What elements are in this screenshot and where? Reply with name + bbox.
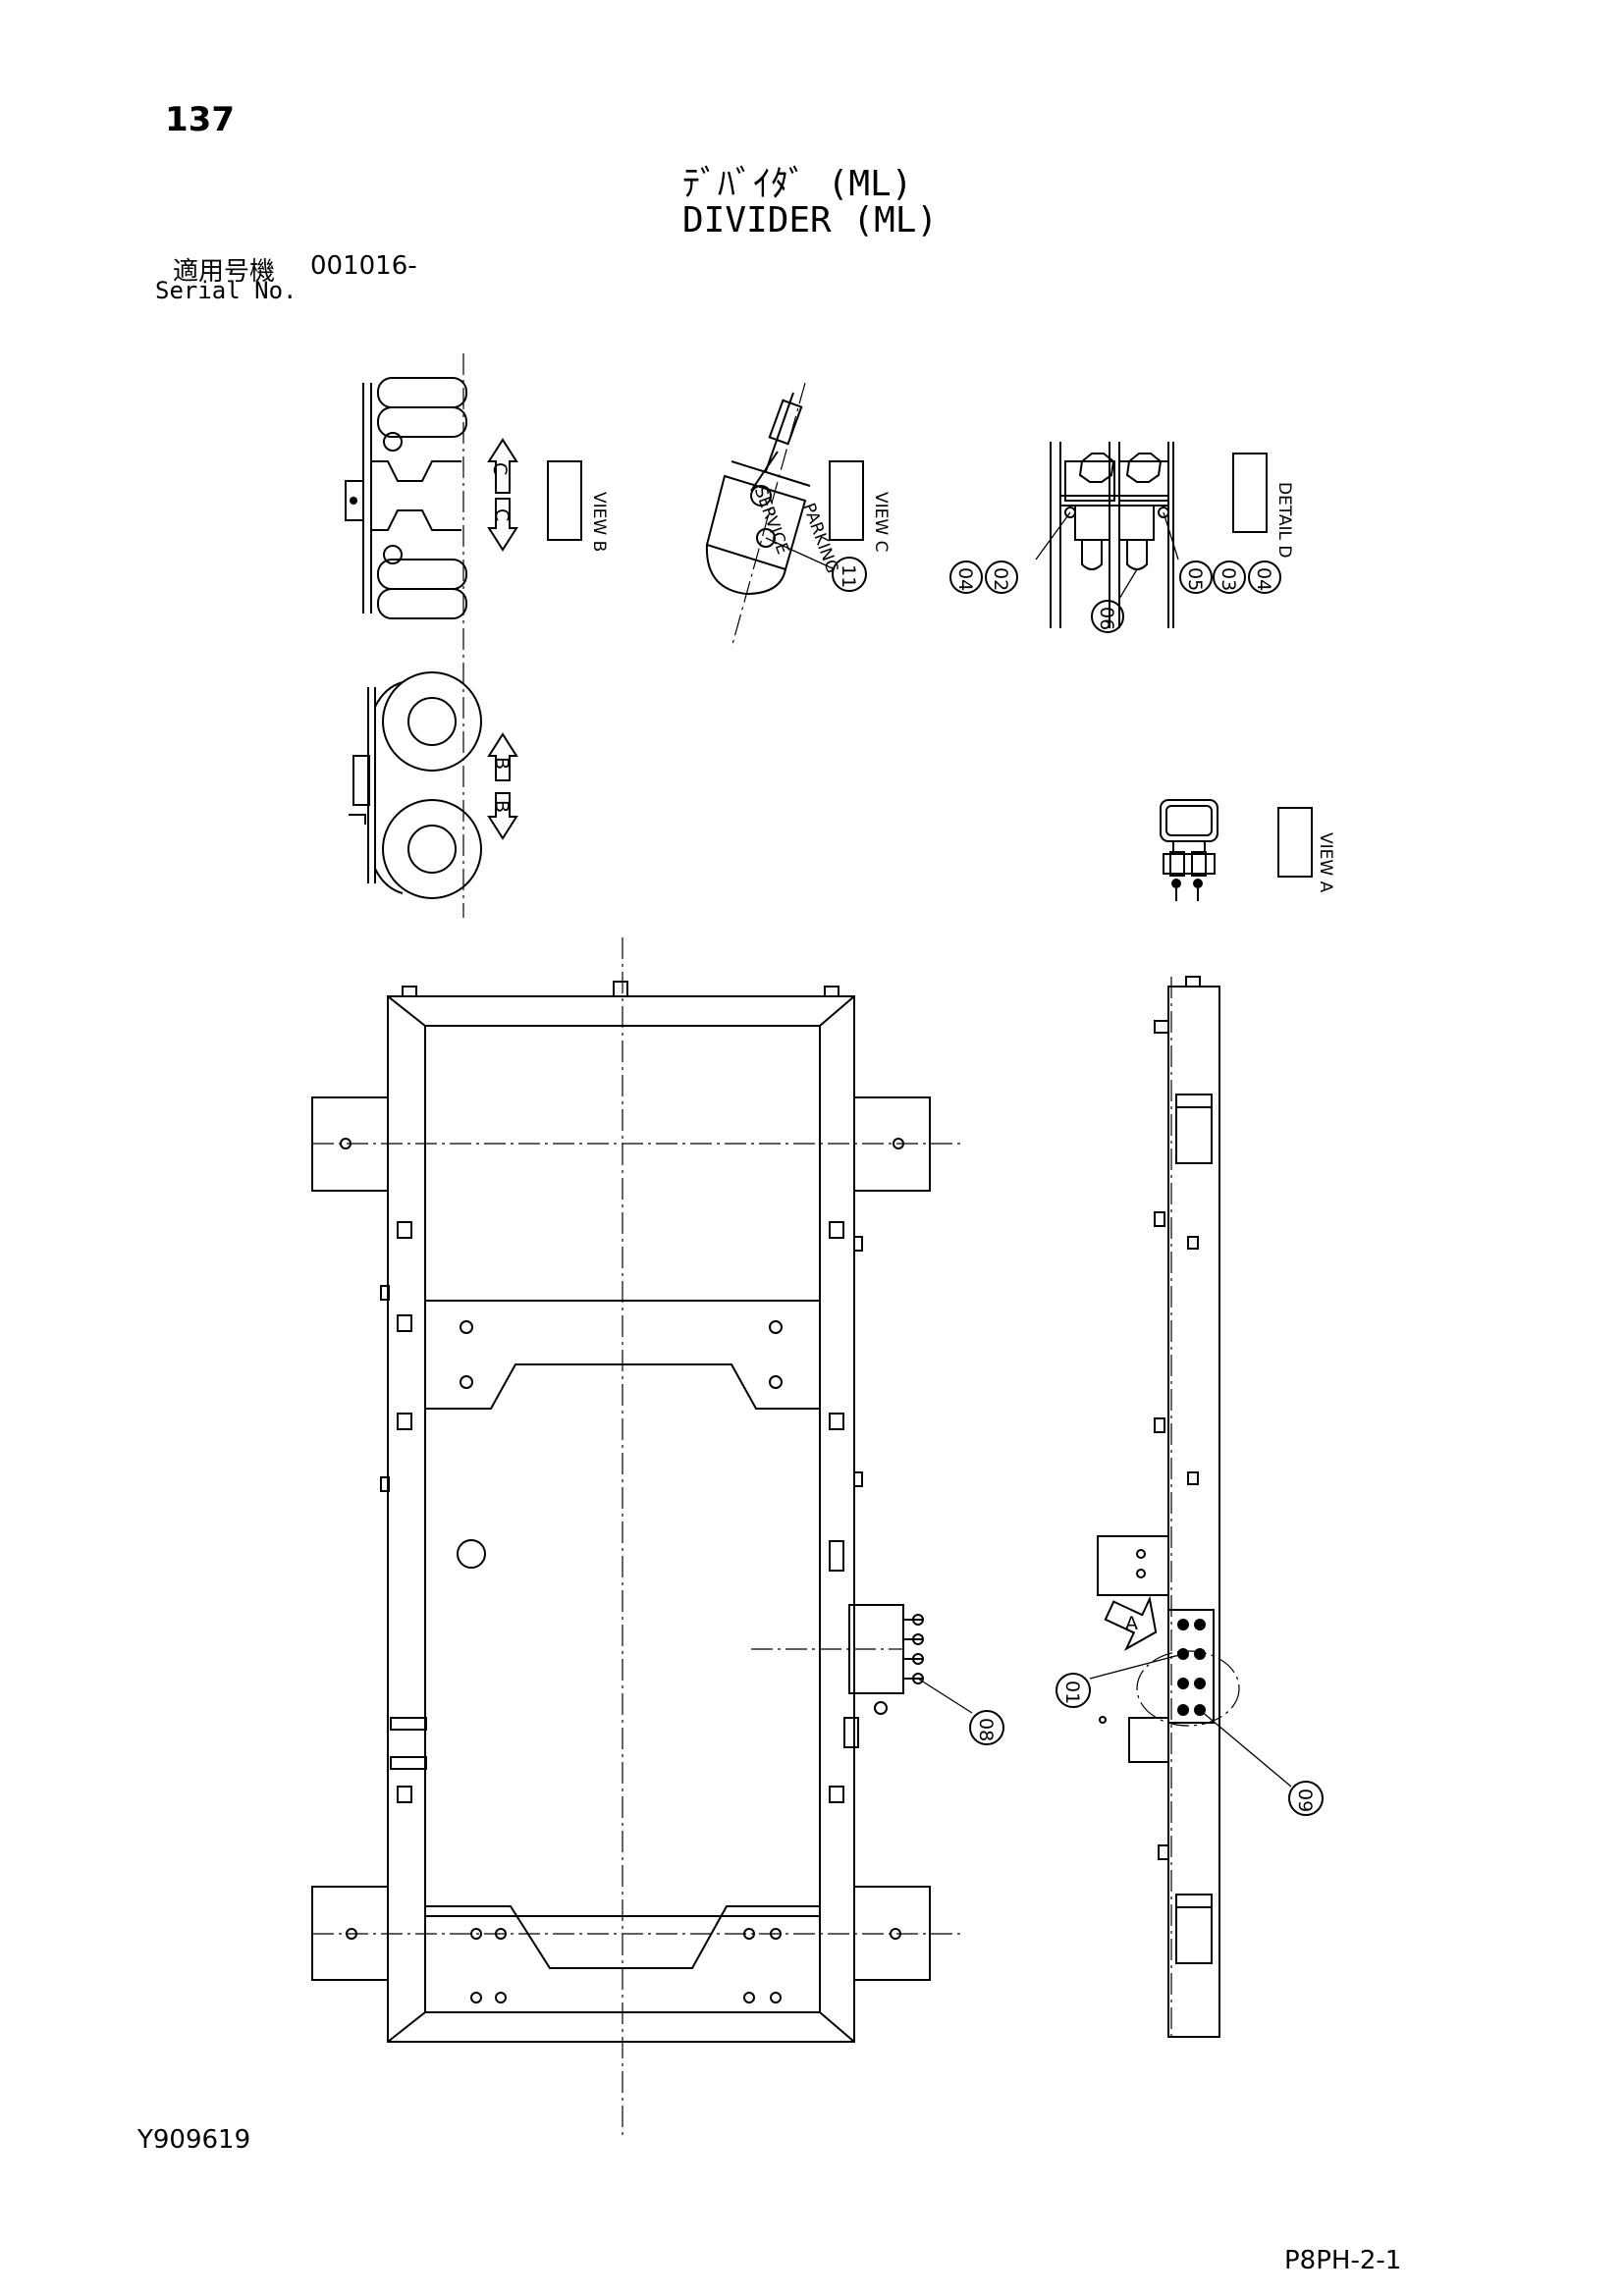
view-c-tag: VIEW C	[829, 460, 891, 552]
frame-side-view	[1089, 976, 1292, 2038]
arrow-view-a: A	[1104, 1595, 1158, 1652]
detail-d-tag: DETAIL D	[1232, 453, 1294, 559]
callout-08: 08	[969, 1710, 1004, 1745]
view-b-wheels-drawing	[349, 671, 482, 899]
callout-04-left: 04	[949, 561, 983, 594]
view-c-tag-text: VIEW C	[871, 492, 891, 552]
callout-01-text: 01	[1061, 1681, 1083, 1704]
callout-03: 03	[1213, 561, 1246, 594]
callout-08-text: 08	[975, 1718, 997, 1741]
arrow-view-c-down: C	[487, 498, 518, 552]
callout-03-text: 03	[1218, 567, 1239, 591]
arrow-b-label-1: B	[491, 757, 513, 770]
frame-plan-view	[311, 937, 973, 2135]
serial-label-english: Serial No.	[155, 277, 298, 304]
callout-05-text: 05	[1184, 567, 1206, 591]
arrow-view-b-up: B	[487, 732, 518, 781]
view-b-tag-text: VIEW B	[589, 492, 609, 552]
detail-d-drawing	[1035, 442, 1179, 628]
view-a-drawing	[1160, 799, 1218, 901]
callout-06: 06	[1091, 600, 1124, 633]
callout-09-text: 09	[1294, 1789, 1316, 1812]
callout-02-text: 02	[990, 567, 1011, 591]
callout-01: 01	[1056, 1673, 1091, 1708]
view-c-brake-chamber-drawing: SERVICE PARKING	[705, 382, 842, 649]
detail-d-tag-text: DETAIL D	[1274, 482, 1294, 559]
serial-value: 001016-	[310, 251, 417, 281]
callout-04b-text: 04	[1253, 567, 1274, 591]
serial-label-japanese: 適用号機	[173, 257, 276, 287]
view-a-tag-text: VIEW A	[1316, 832, 1335, 893]
callout-09: 09	[1288, 1781, 1324, 1816]
arrow-b-label-2: B	[491, 800, 513, 813]
arrow-view-b-down: B	[487, 792, 518, 840]
view-a-tag: VIEW A	[1277, 807, 1335, 893]
page-number: 137	[165, 100, 235, 139]
view-b-tag: VIEW B	[547, 460, 609, 552]
callout-02: 02	[985, 561, 1018, 594]
document-code: Y909619	[137, 2125, 251, 2155]
arrow-c-label-1: C	[489, 462, 511, 475]
title-english: DIVIDER (ML)	[682, 200, 939, 240]
arrow-c-label-2: C	[491, 508, 513, 521]
arrow-view-c-up: C	[487, 438, 518, 494]
title-japanese: ﾃﾞﾊﾞｲﾀﾞ (ML)	[682, 164, 913, 204]
callout-11: 11	[832, 557, 867, 592]
callout-04-right: 04	[1248, 561, 1281, 594]
callout-04a-text: 04	[954, 567, 976, 591]
callout-11-text: 11	[838, 564, 859, 588]
arrow-a-label: A	[1125, 1613, 1138, 1634]
sheet-code: P8PH-2-1	[1284, 2246, 1402, 2275]
callout-05: 05	[1179, 561, 1213, 594]
view-b-side-drawing	[345, 353, 467, 918]
callout-06-text: 06	[1096, 607, 1117, 630]
